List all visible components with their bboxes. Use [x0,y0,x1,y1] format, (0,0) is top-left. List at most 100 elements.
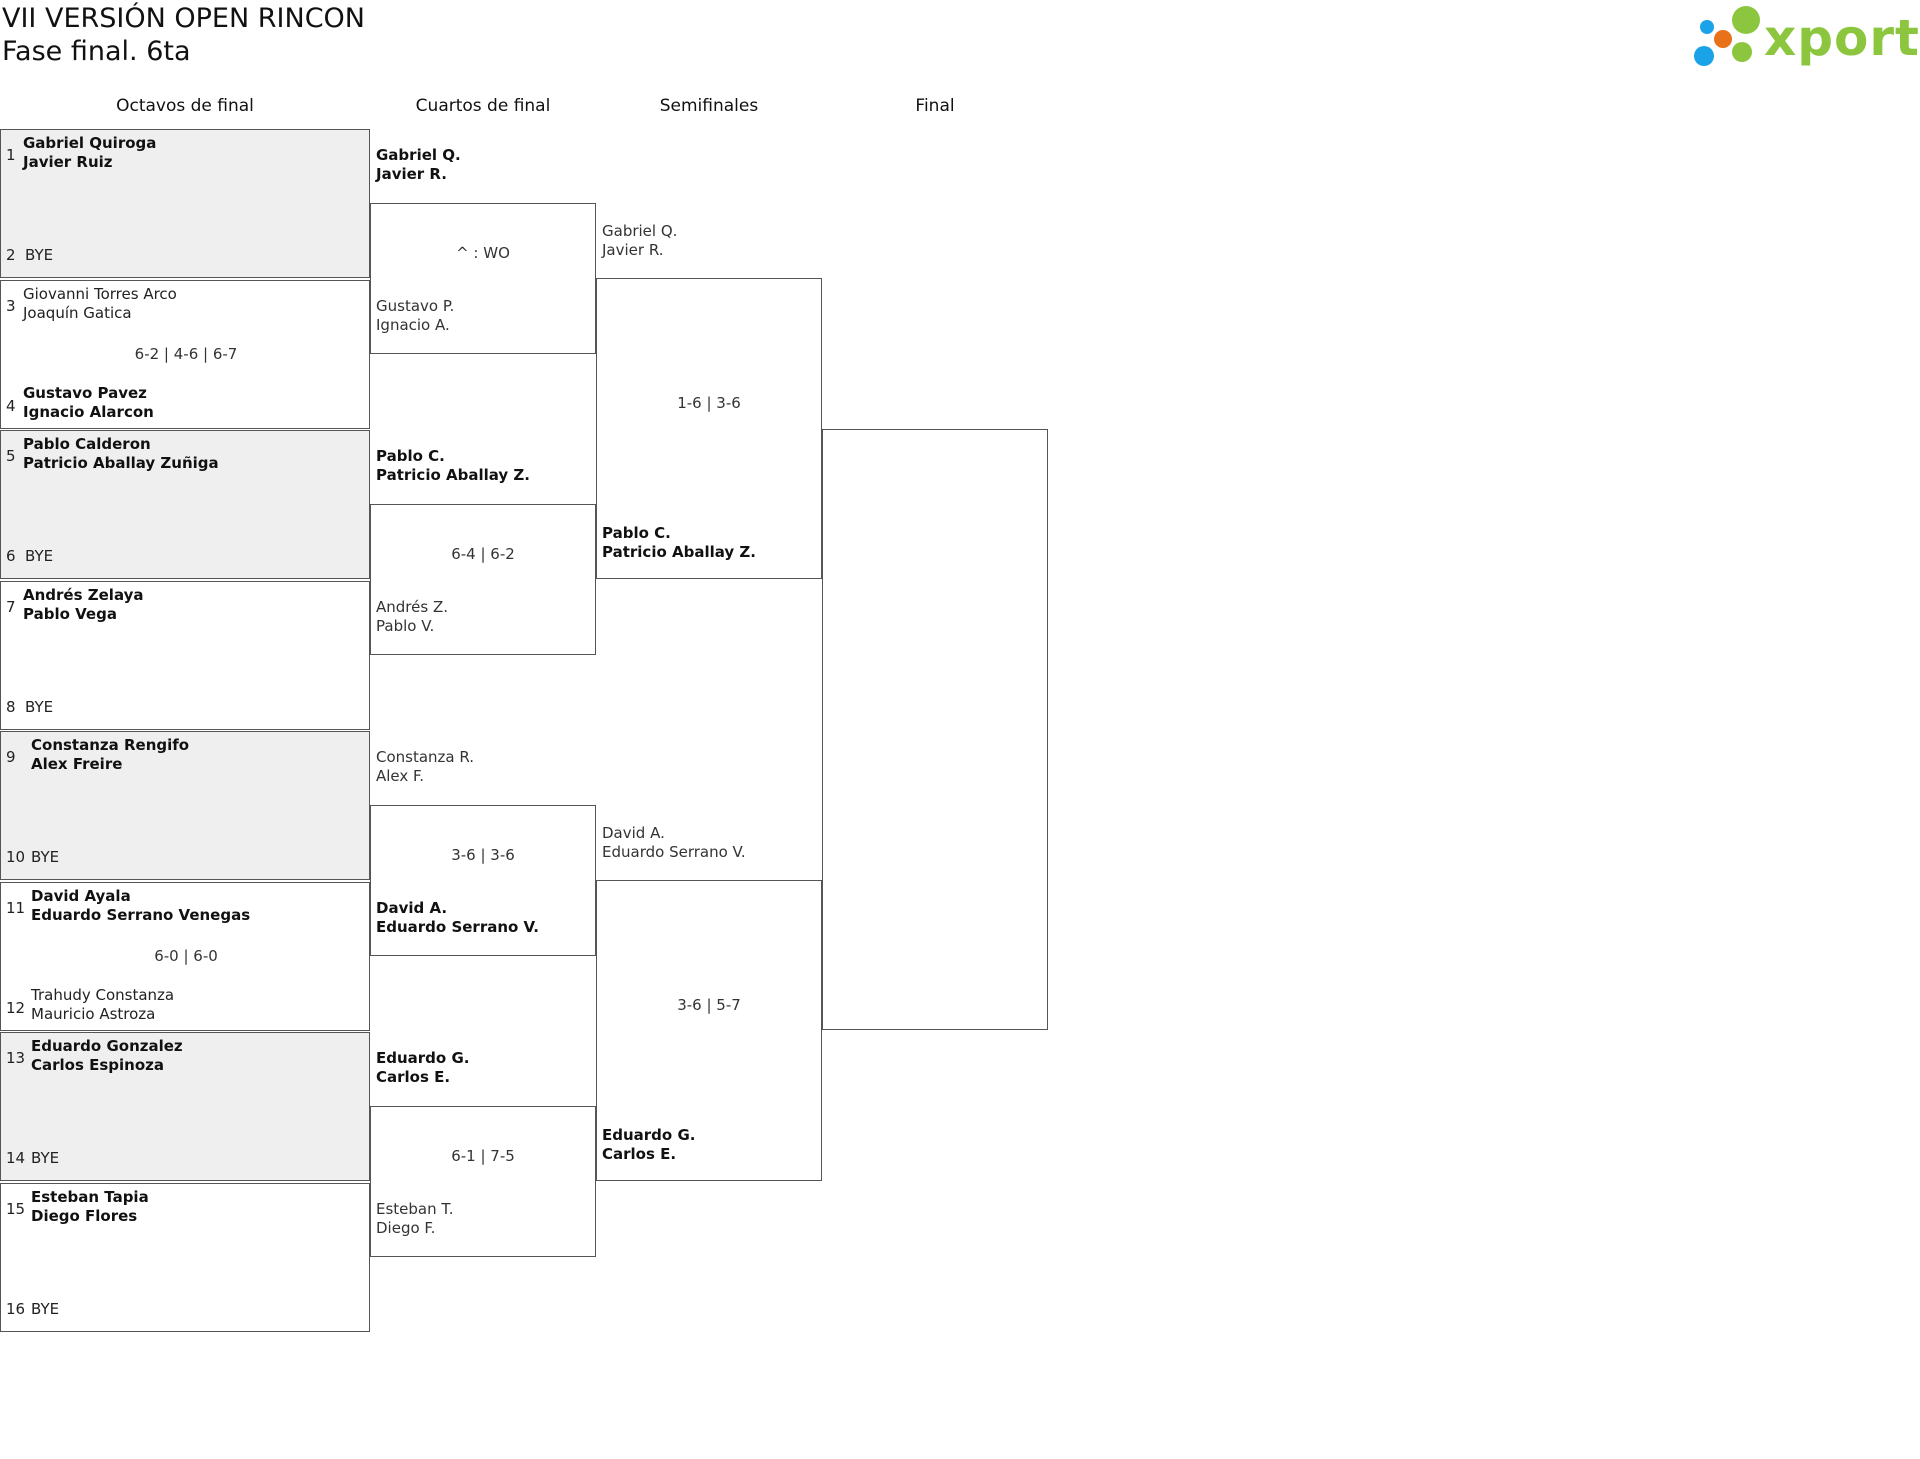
player-name: Gustavo P. [376,297,455,315]
player-name: Gustavo Pavez [23,383,147,402]
player-name: Pablo V. [376,617,435,635]
bye-label: BYE [31,1299,60,1318]
player-name: Patricio Aballay Zuñiga [23,454,219,472]
seed-number: 15 [6,1199,26,1218]
match-score: 6-2 | 4-6 | 6-7 [134,344,238,363]
logo-dot-green-small-icon [1732,42,1752,62]
team-pair[interactable]: David A.Eduardo Serrano V. [602,824,746,862]
xporty-logo: xporty [1692,2,1920,68]
team-pair[interactable]: Andrés Z.Pablo V. [376,598,448,636]
round-header-octavos: Octavos de final [116,96,254,116]
qf-match-box [370,504,596,655]
player-name: Eduardo Serrano V. [376,918,539,936]
player-name: Gabriel Q. [376,146,461,164]
team-pair[interactable]: Gabriel Q.Javier R. [376,146,461,184]
player-name: David A. [602,824,665,842]
seed-number: 6 [6,547,16,565]
player-name: Carlos E. [602,1145,677,1163]
team-pair[interactable]: Pablo C.Patricio Aballay Z. [602,524,756,562]
player-name: Esteban T. [376,1200,454,1218]
player-name: Eduardo Serrano Venegas [31,905,251,924]
team-pair[interactable]: Eduardo G.Carlos E. [376,1049,469,1087]
player-name: Joaquín Gatica [23,303,132,322]
team-pair[interactable]: David A.Eduardo Serrano V. [376,899,539,937]
player-name: Javier R. [376,165,447,183]
player-name: Carlos E. [376,1068,451,1086]
player-name: Eduardo Serrano V. [602,843,746,861]
bye-label: BYE [31,1149,60,1167]
player-name: Alex Freire [31,755,123,773]
player-name: Gabriel Q. [602,222,678,240]
player-name: Alex F. [376,767,425,785]
player-name: Eduardo G. [376,1049,470,1067]
player-name: Trahudy Constanza [31,985,175,1004]
player-name: Constanza R. [376,748,475,766]
bye-label: BYE [25,547,54,565]
round-header-semifinales: Semifinales [659,96,759,116]
seed-number: 9 [6,748,16,766]
seed-number: 7 [6,597,16,616]
seed-number: 16 [6,1299,26,1318]
match-score: ^ : WO [456,244,510,262]
seed-number: 2 [6,246,16,264]
match-score: 3-6 | 5-7 [677,996,741,1014]
tournament-title: VII VERSIÓN OPEN RINCON [2,3,365,34]
seed-number: 3 [6,296,16,315]
player-name: Javier Ruiz [23,153,113,171]
match-score: 3-6 | 3-6 [451,846,515,864]
player-name: Pablo Calderon [23,435,151,453]
sf-match-box [596,880,822,1181]
team-pair[interactable]: Pablo C.Patricio Aballay Z. [376,447,530,485]
player-name: Pablo Vega [23,604,117,623]
team-pair[interactable]: Constanza R.Alex F. [376,748,474,786]
player-name: Ignacio A. [376,316,450,334]
seed-number: 12 [6,998,26,1017]
logo-dot-green-icon [1732,6,1760,34]
player-name: Carlos Espinoza [31,1056,165,1074]
seed-number: 10 [6,848,26,866]
seed-number: 11 [6,898,26,917]
logo-dot-orange-icon [1714,30,1732,48]
seed-number: 13 [6,1049,26,1067]
player-name: Pablo C. [602,524,671,542]
seed-number: 5 [6,447,16,465]
player-name: Eduardo G. [602,1126,696,1144]
team-pair[interactable]: Esteban T.Diego F. [376,1200,454,1238]
player-name: Mauricio Astroza [31,1004,156,1023]
team-pair[interactable]: Eduardo G.Carlos E. [602,1126,695,1164]
player-name: Pablo C. [376,447,445,465]
logo-dot-blue-icon [1694,46,1714,66]
player-name: David Ayala [31,886,131,905]
bye-label: BYE [25,246,54,264]
match-score: 6-1 | 7-5 [451,1147,515,1165]
player-name: Giovanni Torres Arco [23,284,177,303]
round-header-cuartos: Cuartos de final [415,96,551,116]
match-score: 6-4 | 6-2 [451,545,515,563]
phase-subtitle: Fase final. 6ta [2,36,191,67]
logo-wordmark: xporty [1764,9,1920,67]
team-pair[interactable]: Gustavo P.Ignacio A. [376,297,454,335]
team-pair[interactable]: Gabriel Q.Javier R. [602,222,677,260]
qf-match-box [370,805,596,956]
logo-dot-blue-small-icon [1700,20,1714,34]
seed-number: 1 [6,146,16,164]
player-name: Gabriel Quiroga [23,134,157,152]
qf-match-box [370,1106,596,1257]
